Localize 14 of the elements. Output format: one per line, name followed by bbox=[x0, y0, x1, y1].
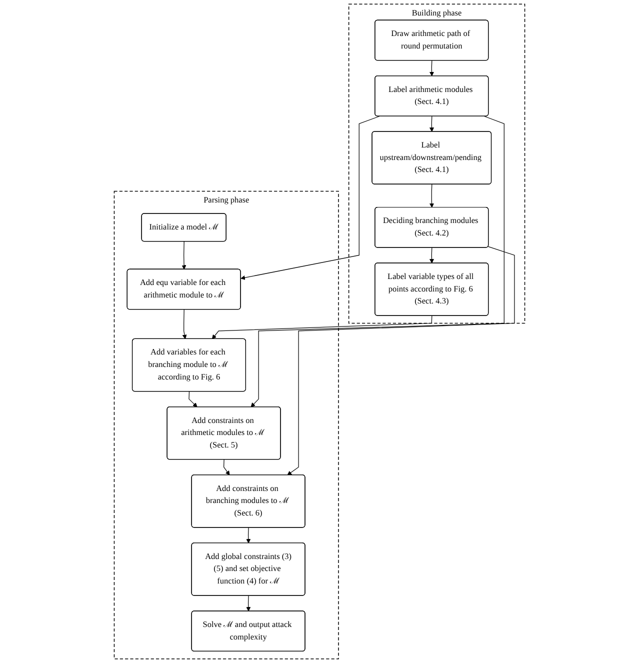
arrow bbox=[182, 241, 186, 270]
arrow bbox=[188, 391, 198, 408]
arrow bbox=[240, 116, 380, 280]
arrow bbox=[223, 459, 230, 476]
arrow bbox=[246, 527, 251, 544]
arrow bbox=[430, 60, 434, 76]
arrow bbox=[430, 116, 434, 132]
arrow bbox=[250, 116, 504, 408]
arrow bbox=[212, 315, 432, 340]
arrow bbox=[430, 247, 434, 264]
arrow bbox=[246, 595, 251, 612]
arrow bbox=[430, 184, 434, 208]
arrow bbox=[287, 246, 515, 476]
arrow bbox=[182, 309, 187, 340]
